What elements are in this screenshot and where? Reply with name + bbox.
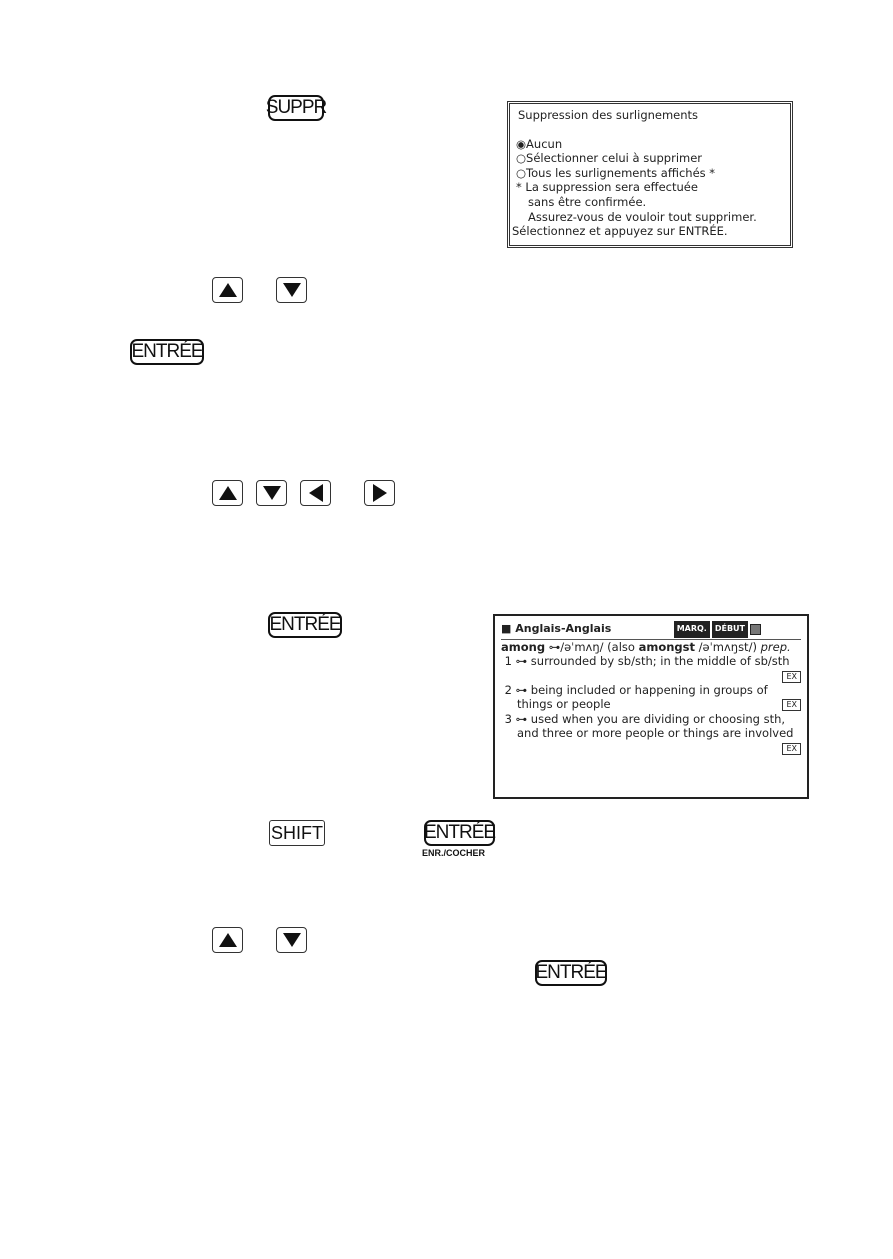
down-triangle-icon [282,933,301,947]
option-all: ○Tous les surlignements affichés * [516,166,784,181]
sense-3: 3 ⊶ used when you are dividing or choosi… [504,711,786,726]
screen-footer: Sélectionnez et appuyez sur ENTRÉE. [512,224,728,239]
up-triangle-icon [218,933,237,947]
square-icon: ■ [501,622,516,635]
down-arrow-key [276,927,307,953]
radio-icon: ○ [516,165,527,180]
right-arrow-key [364,480,395,506]
left-triangle-icon [308,484,323,502]
key-icon: ⊶ [515,654,528,668]
example-button: EX [782,699,801,711]
down-arrow-key [276,277,307,303]
key-icon: ⊶ [515,682,528,697]
radio-selected-icon: ◉ [516,136,527,151]
entree-key: ENTRÉE [535,960,608,986]
entree-key: ENTRÉE [268,612,342,638]
up-arrow-key [212,277,243,303]
debut-badge: DÉBUT [711,621,748,638]
key-icon: ⊶ [515,711,528,726]
dictionary-screen: ■ Anglais-Anglais MARQ.DÉBUT among ⊶/əˈm… [493,614,809,799]
part-of-speech: prep. [760,639,791,654]
note-line: sans être confirmée. [528,194,647,209]
square-icon [750,623,761,635]
radio-icon: ○ [516,151,527,166]
right-triangle-icon [372,484,387,502]
suppr-key: SUPPR [266,95,327,121]
marq-badge: MARQ. [673,621,710,638]
option-aucun: ◉Aucun [516,137,784,152]
alt-headword: amongst [638,639,695,654]
down-triangle-icon [262,486,281,500]
option-label: Tous les surlignements affichés * [526,165,716,180]
option-select: ○Sélectionner celui à supprimer [516,151,784,166]
option-label: Sélectionner celui à supprimer [526,151,703,166]
dictionary-title: Anglais-Anglais [515,622,612,635]
screen-title: Suppression des surlignements [518,108,699,122]
headword-line: among ⊶/əˈmʌŋ/ (also amongst /əˈmʌŋst/) … [501,640,801,655]
down-arrow-key [256,480,287,506]
note-line: * La suppression sera effectuée [516,180,698,195]
up-arrow-key [212,927,243,953]
alt-pronunciation: /əˈmʌŋst/) [698,639,757,654]
pronunciation: /əˈmʌŋ/ (also [560,639,635,654]
dictionary-header: ■ Anglais-Anglais MARQ.DÉBUT [501,621,801,640]
entree-key: ENTRÉE [130,339,204,365]
note-line: Assurez-vous de vouloir tout supprimer. [528,209,757,224]
sense-2: 2 ⊶ being included or happening in group… [504,682,768,697]
example-button: EX [782,670,801,683]
left-arrow-key [300,480,331,506]
option-label: Aucun [526,136,563,151]
highlight-delete-screen: Suppression des surlignements ◉Aucun ○Sé… [507,101,793,248]
headword: among [501,639,546,654]
sense-1: 1 ⊶ surrounded by sb/sth; in the middle … [504,654,790,668]
up-triangle-icon [218,486,237,500]
sense-3-cont: and three or more people or things are i… [517,726,794,740]
example-button: EX [782,742,801,755]
up-arrow-key [212,480,243,506]
entree-key-sublabel: ENR./COCHER [422,848,486,858]
shift-key: SHIFT [269,820,325,846]
entree-key: ENTRÉE [424,820,496,846]
up-triangle-icon [218,283,237,297]
down-triangle-icon [282,283,301,297]
key-icon: ⊶ [548,639,561,654]
